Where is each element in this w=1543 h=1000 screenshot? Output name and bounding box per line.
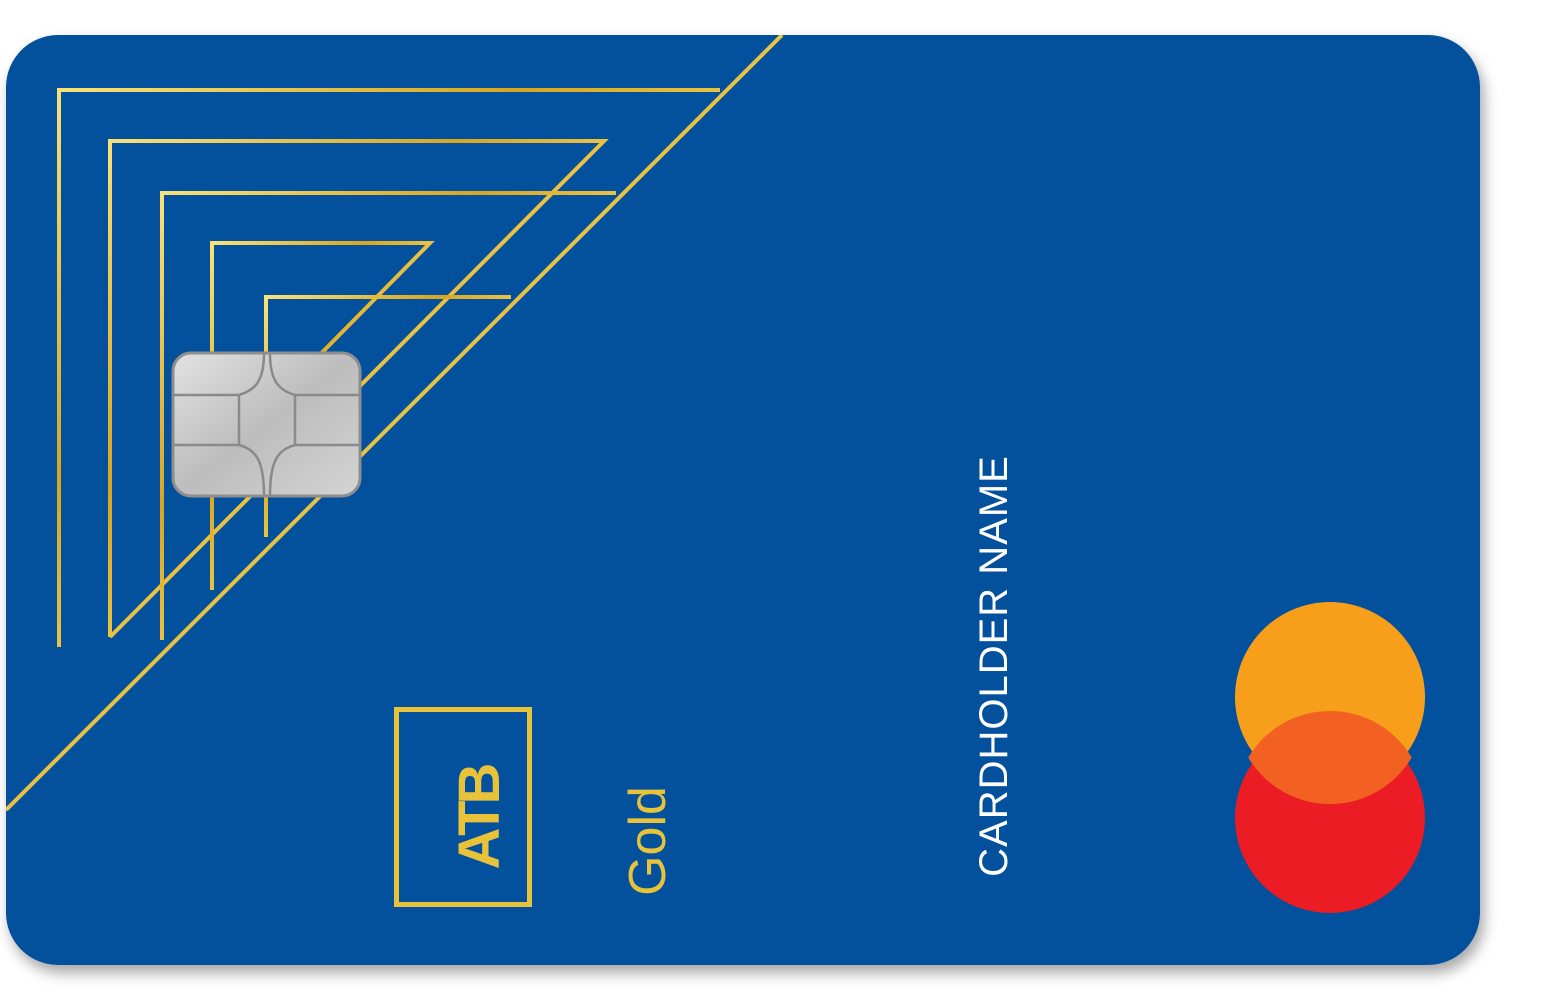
gold-diagonal-line (6, 35, 784, 812)
card-artwork (6, 35, 1480, 965)
cardholder-name: CARDHOLDER NAME (972, 455, 1016, 877)
mastercard-overlap (1248, 710, 1412, 805)
gold-triangle-1 (57, 88, 720, 647)
emv-chip (171, 351, 362, 498)
mastercard-logo (1235, 602, 1425, 913)
gold-triangle-3 (160, 191, 616, 640)
atb-logo-frame (394, 707, 532, 907)
gold-triangles-pattern (6, 35, 784, 812)
card-tier-label: Gold (619, 786, 677, 896)
card-background (6, 35, 1480, 965)
atb-logo: ATB (447, 766, 512, 870)
credit-card: ATB Gold CARDHOLDER NAME (6, 35, 1480, 965)
